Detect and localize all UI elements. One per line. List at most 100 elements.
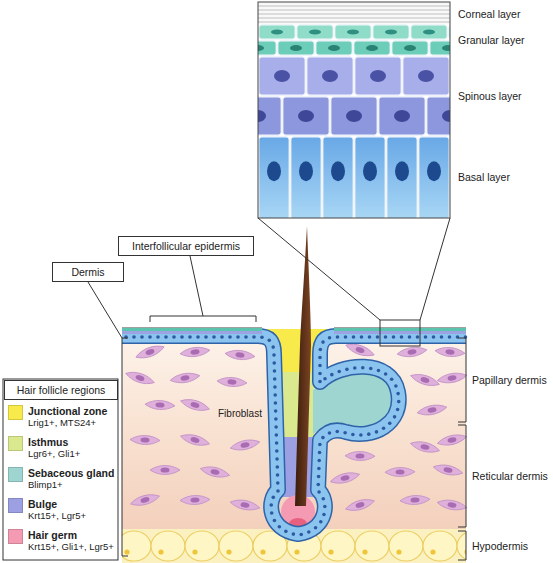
cell-nucleus [309, 30, 321, 35]
legend-text: Bulge [28, 498, 57, 510]
inset-epidermis [258, 2, 450, 218]
cell-nucleus [299, 533, 303, 537]
cell-nucleus [273, 393, 277, 397]
cell-nucleus [271, 496, 275, 500]
fibroblast-cell [145, 400, 175, 411]
fibroblast-nucleus [140, 496, 150, 503]
part-label: Papillary dermis [472, 374, 547, 386]
cell-nucleus [353, 366, 357, 370]
fibroblast-nucleus [210, 468, 220, 475]
fibroblast-nucleus [240, 502, 250, 509]
cell-nucleus [236, 335, 240, 339]
cell-body [258, 97, 281, 135]
cell-nucleus [278, 525, 282, 529]
cell-nucleus [321, 436, 325, 440]
fibroblast-body [344, 497, 375, 514]
fibroblast-body [385, 467, 415, 477]
cell-nucleus [172, 335, 176, 339]
cell-nucleus [275, 433, 279, 437]
fibroblast-body [180, 495, 210, 505]
cell-nucleus [272, 361, 276, 365]
cell-nucleus [322, 513, 326, 517]
cell-nucleus [276, 473, 280, 477]
cell-nucleus [299, 161, 313, 181]
fibroblast-body [436, 432, 467, 448]
cell-body [427, 97, 450, 135]
zoom-line [258, 218, 380, 320]
cell-nucleus [321, 340, 325, 344]
fibroblast-body [345, 451, 375, 461]
cell-nucleus [336, 335, 340, 339]
cell-nucleus [132, 335, 136, 339]
cell-body [259, 25, 295, 39]
spinous-band [122, 331, 466, 334]
legend-frame [3, 379, 118, 560]
fibroblast-cell [180, 346, 211, 359]
fibroblast-nucleus [155, 402, 164, 408]
fibroblast-body [409, 439, 440, 455]
fibroblast-nucleus [447, 436, 457, 443]
cell-body [307, 57, 353, 95]
fibroblast-cell [225, 349, 256, 361]
fibroblast-cell [229, 498, 260, 513]
epidermal-cell [355, 57, 401, 95]
cell-nucleus [274, 425, 278, 429]
cell-nucleus [276, 489, 280, 493]
fibroblast-nucleus [427, 407, 437, 414]
cell-nucleus [188, 335, 192, 339]
fibroblast-cell [397, 345, 428, 358]
fibroblast-cell [436, 432, 467, 448]
cell-nucleus [442, 45, 450, 51]
part-label: Granular layer [458, 34, 525, 46]
cell-nucleus [323, 377, 327, 381]
epidermal-cell [419, 137, 449, 218]
fibroblast-body [124, 369, 155, 387]
cell-body [355, 57, 401, 95]
cell-nucleus [352, 335, 356, 339]
cell-nucleus [328, 336, 332, 340]
cell-nucleus [337, 370, 341, 374]
marker-label: Lrig1+, MTS24+ [28, 417, 96, 429]
cell-nucleus [393, 415, 397, 419]
legend-text: Sebaceous gland [28, 467, 114, 479]
fibroblast-cell [432, 462, 463, 477]
cell-nucleus [273, 385, 277, 389]
epidermal-cell [278, 41, 314, 55]
cell-nucleus [258, 110, 266, 122]
marker-label: Krt15+, Lgr5+ [28, 510, 86, 522]
cell-nucleus [318, 356, 322, 360]
cell-nucleus [392, 335, 396, 339]
fibroblast-cell [385, 467, 415, 477]
fibroblast-cell [180, 495, 210, 505]
fibroblast-cell [129, 492, 160, 508]
epidermal-cell [354, 41, 390, 55]
cell-body [354, 41, 390, 55]
fibroblast-nucleus [340, 474, 350, 481]
fibroblast-nucleus [190, 497, 199, 503]
epidermal-cell [430, 41, 450, 55]
cell-nucleus [376, 335, 380, 339]
cell-nucleus [273, 377, 277, 381]
cell-nucleus [275, 449, 279, 453]
cell-nucleus [275, 441, 279, 445]
fibroblast-nucleus [395, 469, 404, 474]
epidermal-cell [291, 137, 321, 218]
epithelium-basal [122, 336, 466, 534]
fat-cell-nucleus [396, 549, 401, 554]
cell-nucleus [273, 369, 277, 373]
fat-cell-nucleus [124, 549, 129, 554]
fat-cell-nucleus [192, 549, 197, 554]
cell-nucleus [271, 30, 283, 35]
cell-body [379, 97, 425, 135]
cell-nucleus [368, 335, 372, 339]
cell-body [258, 41, 276, 55]
fat-cell-nucleus [430, 549, 435, 554]
cell-body [316, 41, 352, 55]
cell-nucleus [330, 373, 334, 377]
inset-frame [258, 2, 450, 218]
fibroblast-nucleus [445, 349, 454, 355]
fat-cell-body [321, 531, 355, 561]
fibroblast-cell [436, 371, 467, 385]
cell-nucleus [272, 353, 276, 357]
